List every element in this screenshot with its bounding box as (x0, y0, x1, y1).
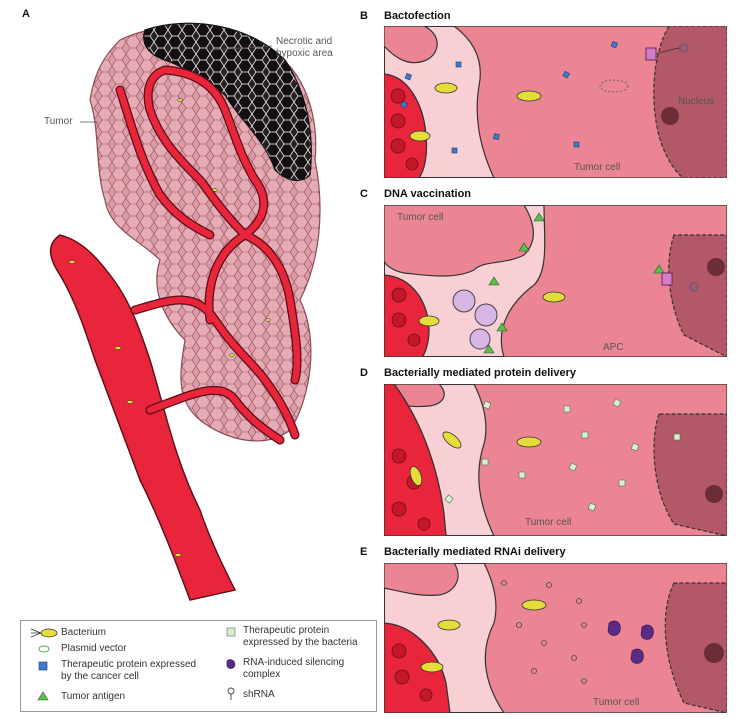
panel-b-tumor-cell-label: Tumor cell (574, 162, 621, 173)
legend-risc-line2: complex (243, 669, 281, 680)
panel-b-nucleus-label: Nucleus (678, 96, 715, 107)
risc-icon (226, 659, 236, 669)
legend-risc-line1: RNA-induced silencing (243, 657, 345, 668)
shrna-icon (227, 687, 235, 700)
tumor-label: Tumor (44, 116, 73, 127)
legend-shrna: shRNA (243, 689, 275, 700)
legend-tumor-antigen: Tumor antigen (61, 691, 126, 702)
panel-b-illustration (384, 26, 727, 178)
legend-protein-cancer-line1: Therapeutic protein expressed (61, 659, 197, 670)
legend-protein-bacteria-line1: Therapeutic protein (243, 625, 330, 636)
panel-b-title: Bactofection (384, 10, 451, 22)
panel-b-letter: B (360, 10, 368, 22)
legend-protein-cancer-line2: by the cancer cell (61, 671, 139, 682)
necrotic-label-line2: hypoxic area (276, 48, 333, 59)
panel-e-illustration (384, 563, 727, 713)
tumor-antigen-icon (37, 691, 49, 701)
panel-c-title: DNA vaccination (384, 188, 472, 200)
panel-e-letter: E (360, 546, 368, 558)
legend: Bacterium Plasmid vector Therapeutic pro… (20, 620, 377, 712)
panel-a-illustration (49, 22, 321, 601)
panel-c-apc-label: APC (603, 342, 624, 353)
protein-cancer-icon (38, 661, 48, 671)
main-vessel (49, 234, 237, 601)
panel-c-tumor-cell-label: Tumor cell (397, 212, 444, 223)
panel-e-title: Bacterially mediated RNAi delivery (384, 546, 566, 558)
protein-bacteria-icon (226, 627, 236, 637)
panel-d-title: Bacterially mediated protein delivery (384, 367, 576, 379)
plasmid-icon (38, 645, 50, 653)
bacterium-icon (30, 628, 58, 638)
necrotic-area (143, 22, 312, 182)
panel-d-letter: D (360, 367, 368, 379)
legend-protein-bacteria-line2: expressed by the bacteria (243, 637, 358, 648)
legend-plasmid: Plasmid vector (61, 643, 127, 654)
legend-bacterium: Bacterium (61, 627, 107, 638)
panel-c-illustration (384, 205, 727, 357)
necrotic-label-line1: Necrotic and (276, 36, 333, 47)
panel-d-tumor-cell-label: Tumor cell (525, 517, 572, 528)
panel-c-letter: C (360, 188, 368, 200)
panel-a-letter: A (22, 8, 30, 20)
panel-e-tumor-cell-label: Tumor cell (593, 697, 640, 708)
panel-d-illustration (384, 384, 727, 536)
